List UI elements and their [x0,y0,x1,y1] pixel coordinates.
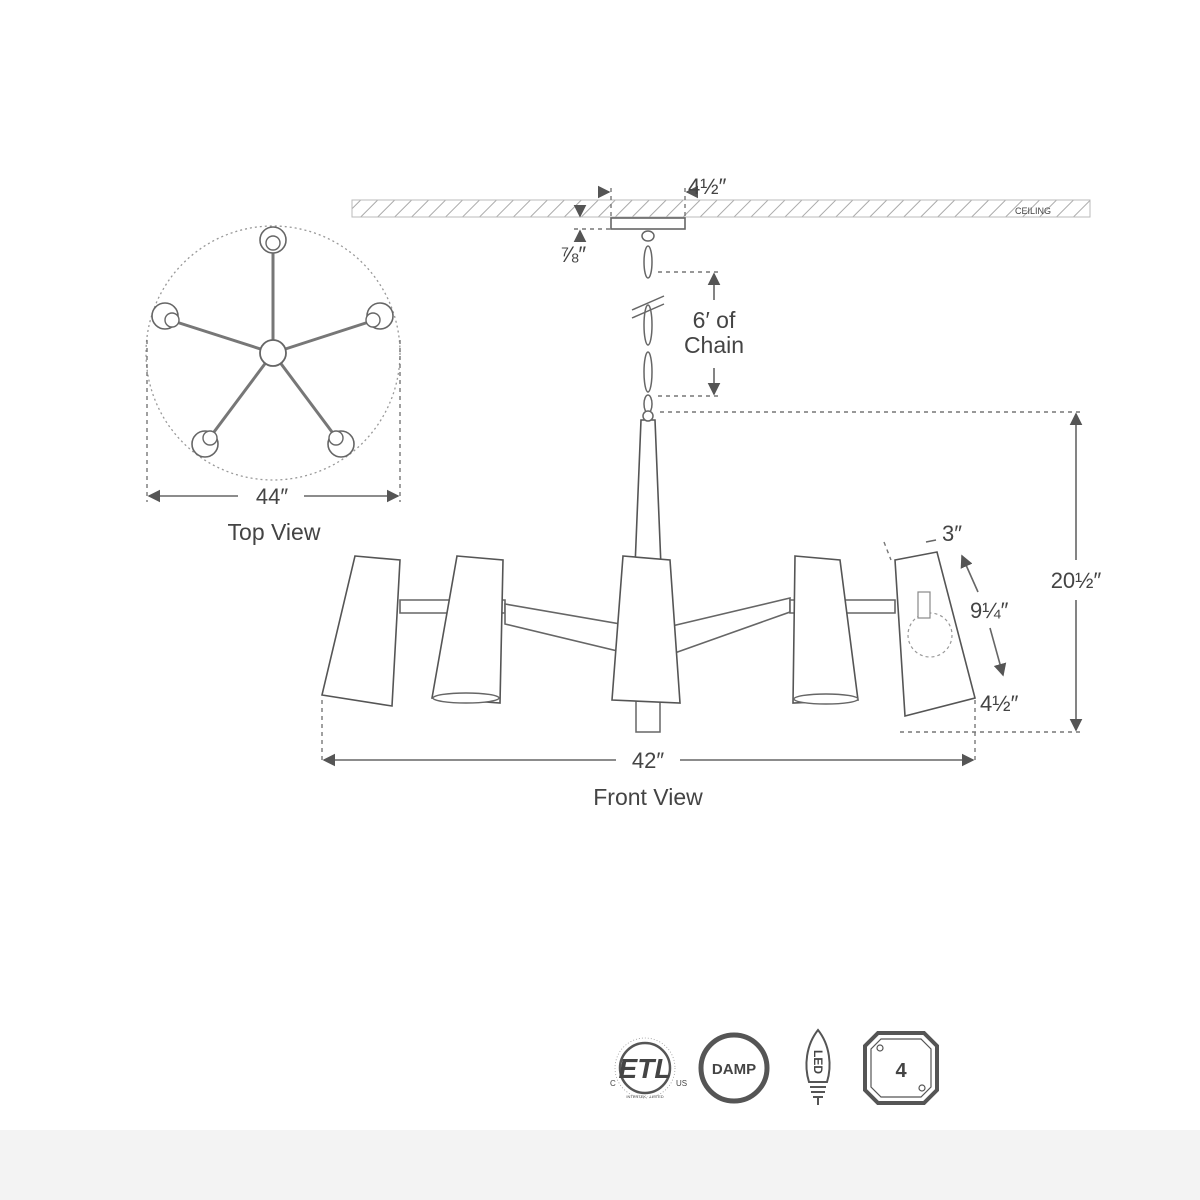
ceiling-label: CEILING [1015,206,1051,216]
front-view-shades [321,551,976,718]
height-dim: 20½″ [1051,568,1102,593]
svg-text:4: 4 [895,1060,907,1082]
svg-text:INTERTEK · LISTED: INTERTEK · LISTED [626,1094,663,1099]
top-view-outline [145,225,401,481]
top-view-arms [169,243,376,441]
top-view-width-dim: 44″ [256,484,288,509]
front-view-width-dim: 42″ [632,748,664,773]
led-bulb-icon: LED [805,1028,831,1105]
top-view-hub [259,339,287,367]
svg-text:DAMP: DAMP [712,1061,756,1078]
top-view-shades [151,226,394,458]
chain-dim-line2: Chain [684,332,744,358]
chain [631,230,665,414]
etl-listed-icon: ETL C US INTERTEK · LISTED [610,1037,687,1099]
badges: ETL C US INTERTEK · LISTED DAMP LED 4 [610,1028,939,1105]
footer-band [0,1130,1200,1200]
top-view: 44″ Top View [145,225,401,545]
shade-top-dim: 3″ [942,521,962,546]
svg-text:LED: LED [811,1050,825,1074]
svg-text:C: C [610,1079,616,1088]
front-view-caption: Front View [593,784,703,810]
ceiling-hatch [351,199,1091,218]
top-view-caption: Top View [228,519,321,545]
canopy [610,217,686,230]
svg-text:ETL: ETL [619,1053,672,1084]
shade-length-dim: 9¼″ [970,598,1009,623]
canopy-width-dim: 4½″ [688,174,727,199]
svg-text:US: US [676,1079,687,1088]
chain-dim-line1: 6′ of [693,307,736,333]
front-view: CEILING 4½″ ⅞″ 6′ of Chain [321,174,1102,810]
damp-rated-icon: DAMP [698,1032,770,1104]
shade-bottom-dim: 4½″ [980,691,1019,716]
junction-box-icon: 4 [863,1031,939,1105]
canopy-height-dim: ⅞″ [560,242,586,267]
